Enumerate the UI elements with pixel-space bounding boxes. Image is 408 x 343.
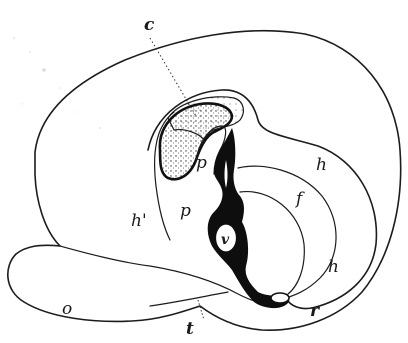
fornix-line bbox=[240, 192, 304, 294]
hemisphere-outline bbox=[8, 31, 401, 330]
label-c: c bbox=[144, 15, 155, 35]
temporal-inner-line bbox=[150, 292, 228, 306]
label-t: t bbox=[186, 319, 194, 339]
ventricle-body bbox=[208, 128, 290, 308]
label-f: f bbox=[294, 189, 305, 209]
label-p-lower: p bbox=[180, 201, 191, 221]
label-o: o bbox=[62, 299, 72, 319]
label-h-prime: h' bbox=[131, 211, 147, 231]
scan-noise bbox=[13, 37, 101, 129]
c-leader-line bbox=[150, 38, 196, 116]
label-v: v bbox=[221, 232, 230, 248]
label-r: r bbox=[310, 301, 320, 321]
hippocampal-arc-inner bbox=[238, 166, 336, 298]
t-leader-line bbox=[198, 300, 204, 320]
r-end-loop bbox=[271, 293, 289, 303]
label-h-lower: h bbox=[328, 257, 339, 277]
label-p-upper: p bbox=[196, 153, 207, 173]
label-h-upper: h bbox=[316, 155, 327, 175]
